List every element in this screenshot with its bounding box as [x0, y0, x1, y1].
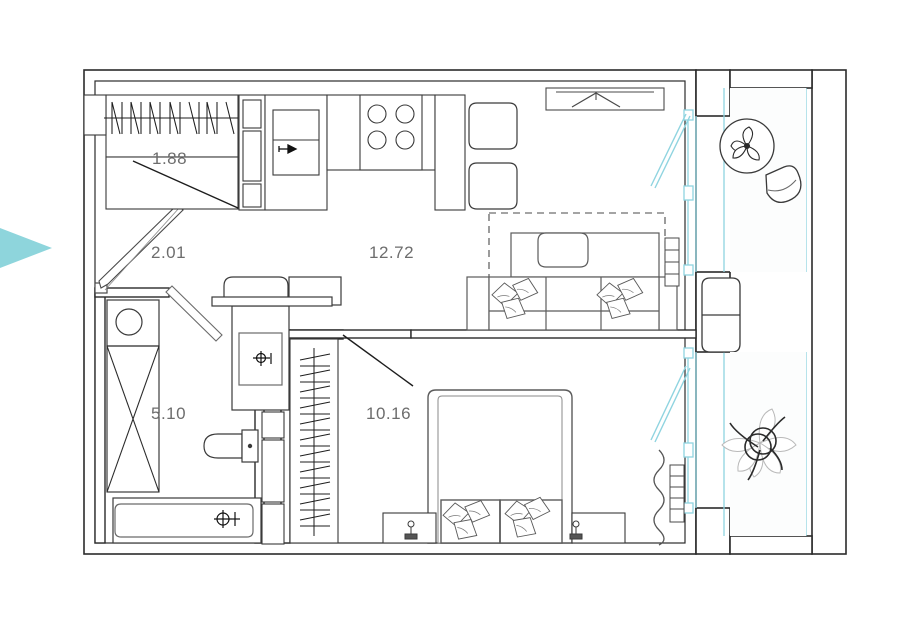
sink-faucet-icon — [278, 143, 298, 155]
balcony-door-lower[interactable] — [650, 365, 691, 443]
area-label-hall-closet: 1.88 — [152, 149, 188, 168]
side-cabinet — [701, 277, 741, 353]
leader-line-188 — [132, 160, 239, 209]
bathtub-mixer-icon — [214, 510, 240, 528]
balcony-plant — [721, 408, 797, 481]
balcony-door-upper[interactable] — [650, 113, 691, 189]
dining-chair-2 — [468, 162, 518, 210]
bathroom-shower-zone — [106, 345, 160, 493]
toilet — [203, 429, 259, 463]
wall-tv — [545, 87, 665, 111]
area-label-bathroom: 5.10 — [151, 404, 187, 423]
bathroom-faucet-icon — [253, 351, 272, 366]
coffee-table — [537, 232, 589, 268]
floor-lamp — [664, 237, 680, 287]
hanging-clothes-hall-icon — [104, 101, 238, 135]
area-label-hall: 2.01 — [151, 243, 187, 262]
cooktop — [359, 94, 423, 171]
bathroom-upper-cabinets — [211, 276, 342, 307]
bathtub — [112, 497, 262, 544]
entry-direction-arrow — [0, 228, 52, 268]
radiator — [669, 464, 685, 523]
hall-wardrobe — [83, 94, 239, 210]
interior-door-hall-bath[interactable] — [165, 285, 223, 342]
nightstand-lamp-right-icon — [569, 520, 583, 540]
area-label-bedroom: 10.16 — [366, 404, 412, 423]
nightstand-lamp-left-icon — [404, 520, 418, 540]
bathroom-washer — [106, 299, 160, 347]
curtain — [653, 449, 665, 546]
hanging-clothes-bedroom-icon — [299, 348, 331, 536]
leader-line-1016 — [342, 334, 414, 387]
kitchen-tall-cabinet — [434, 94, 466, 211]
balcony-table-plant-icon — [730, 126, 760, 161]
kitchen-sink — [272, 109, 320, 176]
dining-chair-1 — [468, 102, 518, 150]
area-label-kitchen-living: 12.72 — [369, 243, 415, 262]
bathroom-shelving — [261, 411, 285, 545]
balcony-chair — [765, 165, 802, 204]
